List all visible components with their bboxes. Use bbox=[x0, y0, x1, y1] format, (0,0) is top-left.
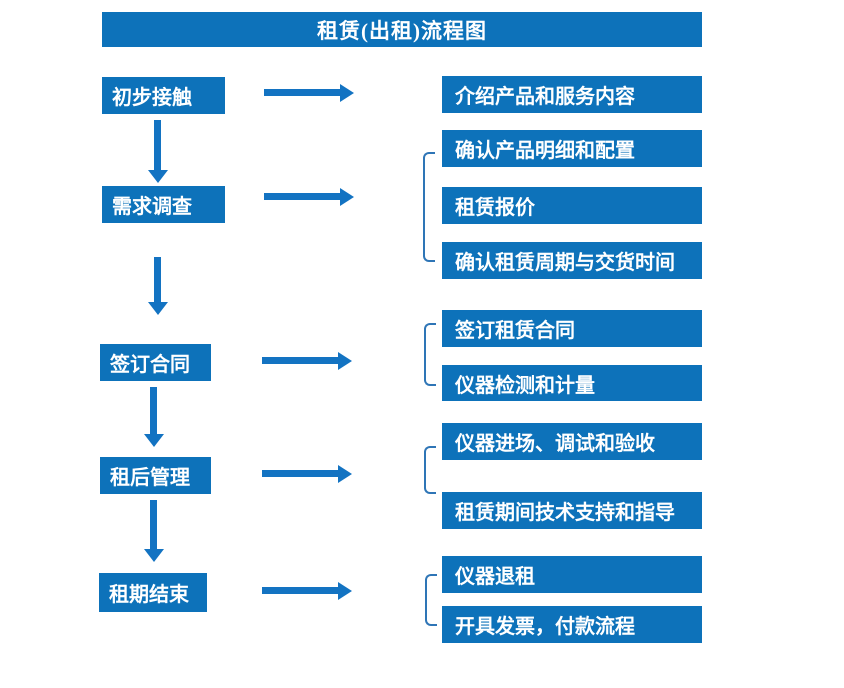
down-arrow-shaft bbox=[154, 120, 161, 170]
down-arrow-head bbox=[148, 302, 168, 315]
right-arrow-shaft bbox=[262, 587, 338, 594]
output-box-instrument-inspection: 仪器检测和计量 bbox=[442, 365, 702, 401]
down-arrow-4 bbox=[144, 500, 164, 562]
stage-box-initial-contact: 初步接触 bbox=[102, 77, 225, 114]
down-arrow-head bbox=[148, 170, 168, 183]
output-box-confirm-product-details: 确认产品明细和配置 bbox=[442, 130, 702, 167]
stage-box-demand-survey: 需求调查 bbox=[102, 186, 225, 223]
down-arrow-shaft bbox=[150, 387, 157, 434]
output-box-instrument-return: 仪器退租 bbox=[442, 556, 702, 593]
right-arrow-3 bbox=[262, 352, 352, 370]
right-arrow-2 bbox=[264, 188, 354, 206]
output-box-invoice-payment: 开具发票，付款流程 bbox=[442, 606, 702, 643]
down-arrow-3 bbox=[144, 387, 164, 447]
right-arrow-5 bbox=[262, 582, 352, 600]
down-arrow-head bbox=[144, 549, 164, 562]
stage-box-sign-contract: 签订合同 bbox=[100, 344, 211, 381]
down-arrow-shaft bbox=[150, 500, 157, 549]
right-arrow-head bbox=[340, 84, 354, 102]
bracket-group-3 bbox=[424, 323, 436, 386]
right-arrow-head bbox=[338, 465, 352, 483]
right-arrow-shaft bbox=[264, 89, 340, 96]
output-box-confirm-rental-period: 确认租赁周期与交货时间 bbox=[442, 242, 702, 279]
output-box-rental-quote: 租赁报价 bbox=[442, 187, 702, 224]
bracket-group-5 bbox=[425, 574, 437, 626]
right-arrow-head bbox=[338, 582, 352, 600]
down-arrow-shaft bbox=[154, 257, 161, 302]
bracket-group-4 bbox=[424, 446, 436, 494]
bracket-group-2 bbox=[423, 152, 435, 262]
stage-box-post-rental-management: 租后管理 bbox=[100, 457, 211, 494]
right-arrow-head bbox=[338, 352, 352, 370]
down-arrow-head bbox=[144, 434, 164, 447]
down-arrow-2 bbox=[148, 257, 168, 315]
output-box-sign-rental-contract: 签订租赁合同 bbox=[442, 310, 702, 347]
right-arrow-4 bbox=[262, 465, 352, 483]
stage-box-rental-end: 租期结束 bbox=[99, 573, 207, 612]
right-arrow-shaft bbox=[262, 470, 338, 477]
output-box-intro-products: 介绍产品和服务内容 bbox=[442, 76, 702, 113]
down-arrow-1 bbox=[148, 120, 168, 183]
right-arrow-shaft bbox=[264, 193, 340, 200]
right-arrow-1 bbox=[264, 84, 354, 102]
output-box-instrument-arrival: 仪器进场、调试和验收 bbox=[442, 423, 702, 460]
output-box-technical-support: 租赁期间技术支持和指导 bbox=[442, 492, 702, 529]
flowchart-title: 租赁(出租)流程图 bbox=[102, 12, 702, 47]
right-arrow-head bbox=[340, 188, 354, 206]
right-arrow-shaft bbox=[262, 357, 338, 364]
